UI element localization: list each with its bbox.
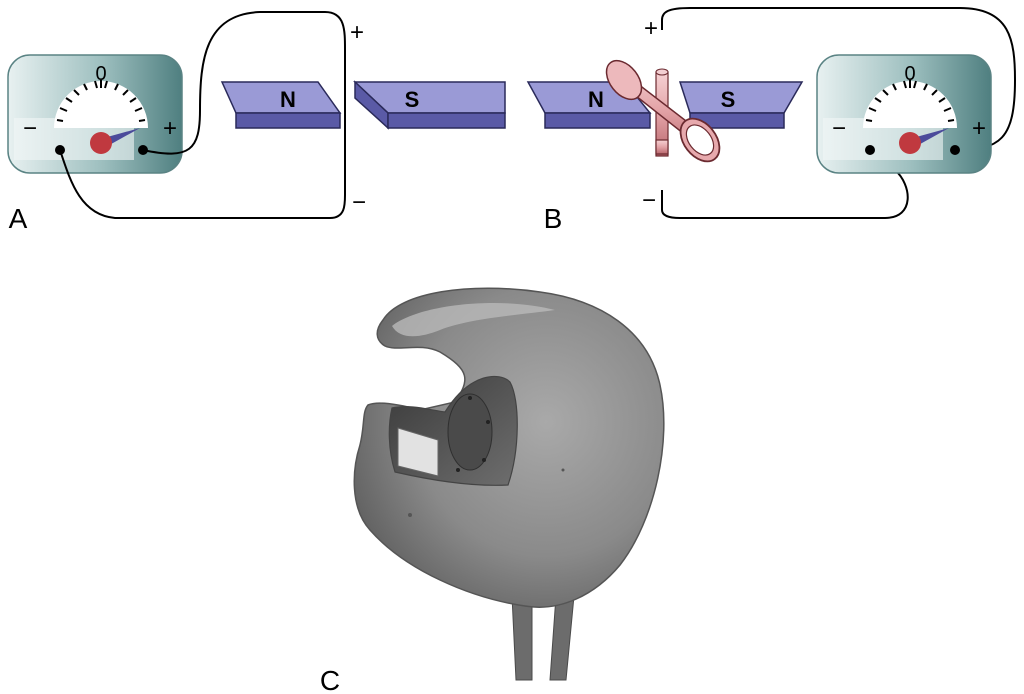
panel-a: 0 − + + − N S A (7, 11, 506, 234)
surface-mark (408, 513, 412, 517)
lead-minus-label: − (352, 189, 366, 216)
wire-plus (661, 7, 1017, 151)
transducer-photo (353, 287, 665, 681)
meter-scale-ticks (865, 80, 955, 122)
conductor-rod-top (655, 68, 669, 76)
wire-plus (142, 11, 346, 195)
meter-minus-label: − (832, 115, 846, 142)
transducer-lead-left (511, 595, 533, 681)
screw (456, 468, 460, 472)
magnet-s-b: S (678, 81, 804, 129)
magnet-pole-label: N (588, 87, 604, 112)
wires-a (59, 11, 346, 219)
galvanometer-a: 0 − + (7, 54, 183, 174)
panel-label-a: A (9, 203, 28, 234)
meter-terminal-plus (950, 145, 960, 155)
meter-needle-hub (90, 132, 112, 154)
moving-conductor (605, 59, 721, 163)
meter-needle-hub (899, 132, 921, 154)
transducer-inner-ring (447, 393, 493, 471)
meter-minus-label: − (23, 115, 37, 142)
meter-zero-label: 0 (904, 63, 915, 85)
magnet-pole-label: N (280, 87, 296, 112)
screw (468, 396, 472, 400)
transducer-gap-face (397, 427, 439, 477)
panel-label-b: B (544, 203, 563, 234)
magnet-pole-label: S (405, 87, 420, 112)
meter-terminal-minus (865, 145, 875, 155)
wire-minus (59, 149, 346, 219)
meter-plus-label: + (972, 115, 986, 142)
magnet-n-a: N (220, 81, 342, 129)
transducer-highlight (392, 303, 555, 337)
meter-plus-label: + (163, 115, 177, 142)
conductor-rod-bottom (655, 139, 669, 155)
galvanometer-b: 0 − + (816, 54, 992, 174)
screw (486, 420, 490, 424)
panel-c: C (320, 287, 665, 694)
meter-scale-ticks (56, 80, 146, 122)
lead-plus-label: + (644, 15, 658, 42)
surface-mark (561, 468, 565, 472)
panel-label-c: C (320, 665, 340, 694)
lead-plus-label: + (350, 19, 364, 46)
magnet-pole-label: S (721, 87, 736, 112)
screw (482, 458, 486, 462)
panel-b: + − N S (526, 7, 1017, 234)
lead-minus-label: − (642, 187, 656, 214)
meter-zero-label: 0 (95, 63, 106, 85)
magnet-s-a: S (353, 80, 506, 130)
transducer-lead-right (549, 595, 575, 681)
